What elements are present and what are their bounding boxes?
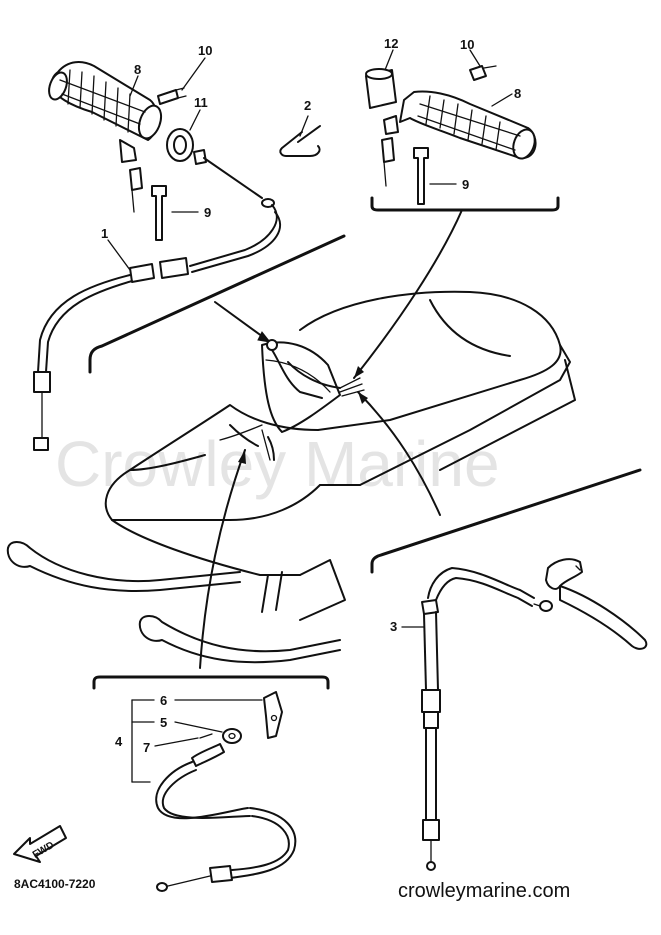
choke-nut: [222, 728, 242, 744]
site-label: crowleymarine.com: [398, 880, 570, 902]
right-grip-spacer: [365, 68, 397, 109]
drawing-code: 8AC4100-7220: [14, 877, 96, 891]
snowmobile-body: [6, 290, 576, 664]
callout-4: 4: [115, 734, 123, 749]
choke-lever: [263, 691, 283, 739]
right-grip-end-screw: [469, 65, 497, 81]
clip-part: [279, 125, 321, 157]
handlebar-connectors: [229, 339, 365, 461]
callout-8-right: 8: [514, 86, 521, 101]
callout-11: 11: [194, 95, 208, 110]
bracket-brake-assembly: [370, 468, 642, 574]
right-grip: [381, 90, 537, 205]
choke-cable: [155, 743, 297, 892]
callout-5: 5: [160, 715, 167, 730]
pointer-arrows: [199, 209, 463, 669]
choke-washer: [199, 733, 213, 739]
callout-10-right: 10: [460, 37, 474, 52]
fwd-arrow-icon: FWD: [13, 825, 67, 863]
callout-3: 3: [390, 619, 397, 634]
brake-cable: [421, 567, 553, 871]
bracket-right-assembly: [370, 196, 560, 212]
callout-12: 12: [384, 36, 398, 51]
callout-6: 6: [160, 693, 167, 708]
brake-lever: [545, 558, 648, 650]
bracket-throttle-assembly: [92, 675, 330, 690]
callout-leaders: [107, 49, 513, 628]
callout-8-left: 8: [134, 62, 141, 77]
callout-9-left: 9: [204, 205, 211, 220]
callout-1: 1: [101, 226, 108, 241]
bracket-left-assembly: [88, 234, 346, 374]
callout-10-left: 10: [198, 43, 212, 58]
throttle-group-leader-lines: [131, 699, 263, 783]
grip-end-ring: [166, 128, 194, 162]
left-grip: [48, 61, 167, 241]
watermark: Crowley Marine: [55, 428, 500, 500]
left-grip-end-screw: [157, 87, 187, 105]
callout-9-right: 9: [462, 177, 469, 192]
callout-2: 2: [304, 98, 311, 113]
throttle-cable-assembly: [33, 149, 281, 451]
callout-7: 7: [143, 740, 150, 755]
